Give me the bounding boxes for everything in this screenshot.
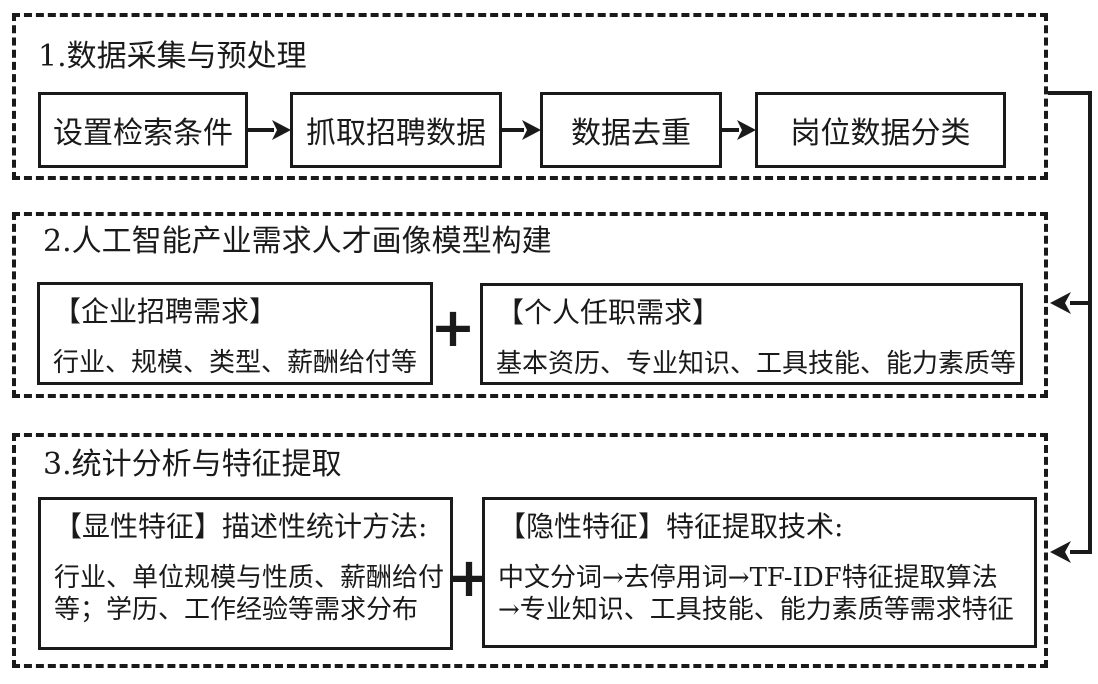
section-feature-extraction: 3.统计分析与特征提取 【显性特征】描述性统计方法: 行业、单位规模与性质、薪酬… [12,433,1048,668]
implicit-feature-body-line2: →专业知识、工具技能、能力素质等需求特征 [498,595,1014,625]
feedback-connector-line [1048,91,1092,563]
explicit-feature-body-line1: 行业、单位规模与性质、薪酬给付 [54,563,445,593]
explicit-feature-body: 行业、单位规模与性质、薪酬给付 等；学历、工作经验等需求分布 [54,562,445,626]
left-arrow-icon [1050,292,1071,314]
explicit-feature-box: 【显性特征】描述性统计方法: 行业、单位规模与性质、薪酬给付 等；学历、工作经验… [38,497,453,650]
implicit-feature-heading: 【隐性特征】特征提取技术: [498,510,844,543]
flow-step-deduplicate-data: 数据去重 [540,92,722,168]
section-1-title: 1.数据采集与预处理 [38,39,307,74]
personal-demand-box: 【个人任职需求】 基本资历、专业知识、工具技能、能力素质等 [480,283,1023,385]
flow-step-classify-job-data: 岗位数据分类 [755,92,1006,168]
section-portrait-model: 2.人工智能产业需求人才画像模型构建 【企业招聘需求】 行业、规模、类型、薪酬给… [12,212,1048,398]
implicit-feature-box: 【隐性特征】特征提取技术: 中文分词→去停用词→TF-IDF特征提取算法 →专业… [482,497,1037,648]
personal-demand-body: 基本资历、专业知识、工具技能、能力素质等 [496,349,1017,379]
explicit-feature-body-line2: 等；学历、工作经验等需求分布 [54,595,419,625]
enterprise-demand-heading: 【企业招聘需求】 [53,295,278,328]
section-data-collection: 1.数据采集与预处理 设置检索条件 抓取招聘数据 数据去重 岗位数据分类 [12,13,1048,180]
flow-step-scrape-job-data: 抓取招聘数据 [290,92,502,168]
plus-sign: + [430,296,476,359]
implicit-feature-body: 中文分词→去停用词→TF-IDF特征提取算法 →专业知识、工具技能、能力素质等需… [498,562,1021,626]
section-3-title: 3.统计分析与特征提取 [43,447,342,482]
left-arrow-icon [1050,541,1071,563]
section-2-title: 2.人工智能产业需求人才画像模型构建 [43,224,552,259]
enterprise-demand-box: 【企业招聘需求】 行业、规模、类型、薪酬给付等 [37,282,433,385]
implicit-feature-body-line1: 中文分词→去停用词→TF-IDF特征提取算法 [498,563,998,593]
flow-step-set-search-criteria: 设置检索条件 [38,92,248,168]
explicit-feature-heading: 【显性特征】描述性统计方法: [54,510,428,543]
personal-demand-heading: 【个人任职需求】 [496,296,721,329]
enterprise-demand-body: 行业、规模、类型、薪酬给付等 [53,348,418,378]
